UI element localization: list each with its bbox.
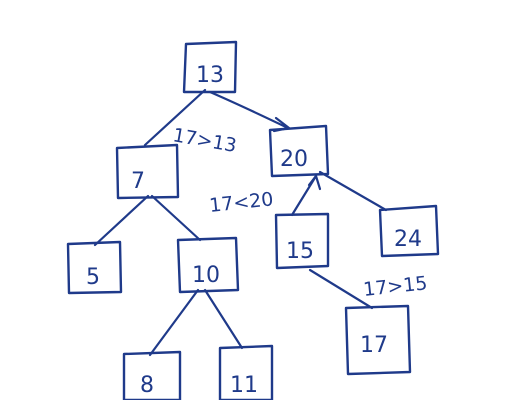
node-17-label: 17 bbox=[360, 333, 388, 358]
node-15: 15 bbox=[274, 212, 330, 270]
node-10-label: 10 bbox=[192, 263, 220, 288]
node-17: 17 bbox=[344, 304, 412, 376]
node-11-label: 11 bbox=[230, 373, 258, 398]
edge-10-8 bbox=[148, 288, 200, 357]
edge-20-15-arrowhead bbox=[307, 173, 322, 191]
node-20-label: 20 bbox=[280, 147, 308, 172]
node-10: 10 bbox=[176, 236, 240, 294]
edge-7-5 bbox=[93, 194, 150, 247]
annotation-17-gt-15: 17>15 bbox=[362, 272, 428, 301]
node-20: 20 bbox=[268, 124, 330, 178]
node-24-label: 24 bbox=[394, 227, 422, 252]
node-8: 8 bbox=[122, 350, 182, 400]
annotation-17-lt-20: 17<20 bbox=[208, 188, 274, 217]
node-11: 11 bbox=[218, 344, 274, 400]
edge-10-11 bbox=[203, 288, 244, 350]
edges bbox=[93, 88, 388, 357]
node-13: 13 bbox=[182, 40, 238, 94]
node-5: 5 bbox=[66, 240, 123, 295]
node-8-label: 8 bbox=[140, 373, 154, 398]
node-24: 24 bbox=[378, 204, 440, 258]
annotation-17-gt-13: 17>13 bbox=[171, 124, 238, 157]
edge-13-20 bbox=[208, 90, 290, 130]
node-7-label: 7 bbox=[131, 169, 145, 194]
edge-15-17 bbox=[308, 268, 374, 310]
node-13-label: 13 bbox=[196, 63, 224, 88]
edge-13-7 bbox=[143, 88, 207, 147]
edge-20-24 bbox=[318, 170, 388, 212]
edge-7-10 bbox=[150, 194, 202, 242]
node-5-label: 5 bbox=[86, 265, 100, 290]
node-7: 7 bbox=[115, 143, 180, 200]
node-15-label: 15 bbox=[286, 239, 314, 264]
